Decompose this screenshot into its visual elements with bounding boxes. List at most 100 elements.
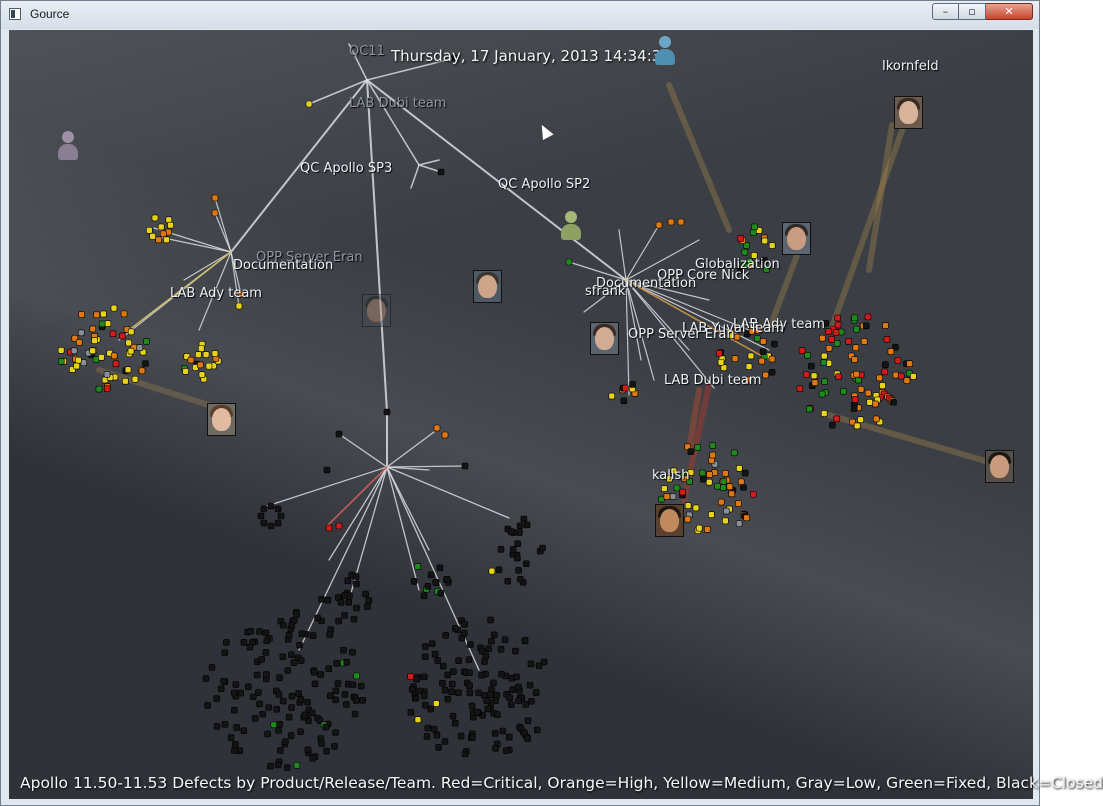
file-node-closed bbox=[521, 637, 529, 644]
file-node-closed bbox=[439, 662, 447, 670]
dir-label-lab-ady-team-left: LAB Ady team bbox=[170, 286, 262, 301]
file-node-closed bbox=[514, 554, 521, 562]
file-node-closed bbox=[304, 698, 311, 706]
tree-edge bbox=[214, 197, 232, 253]
file-node-medium bbox=[146, 227, 153, 234]
tree-edge bbox=[366, 79, 420, 166]
file-node-closed bbox=[890, 398, 897, 406]
user-avatar-icon[interactable] bbox=[590, 322, 619, 355]
file-node-fixed bbox=[565, 258, 573, 266]
file-node-closed bbox=[332, 696, 339, 704]
file-node-closed bbox=[435, 743, 442, 751]
file-node-closed bbox=[295, 690, 302, 697]
file-node-high bbox=[819, 334, 826, 342]
file-node-closed bbox=[323, 747, 330, 755]
file-node-closed bbox=[340, 646, 347, 654]
file-node-high bbox=[441, 431, 449, 439]
user-avatar-icon[interactable] bbox=[207, 403, 236, 436]
file-node-closed bbox=[311, 680, 319, 688]
file-node-medium bbox=[305, 100, 313, 108]
caption-legend: Apollo 11.50-11.53 Defects by Product/Re… bbox=[20, 774, 1103, 792]
file-node-closed bbox=[276, 721, 284, 728]
file-node-closed bbox=[495, 566, 503, 574]
file-node-medium bbox=[708, 511, 715, 519]
user-avatar-icon[interactable] bbox=[362, 294, 391, 327]
file-node-closed bbox=[301, 711, 309, 719]
file-node-closed bbox=[441, 686, 449, 694]
file-node-closed bbox=[822, 320, 830, 327]
maximize-button[interactable]: ▫ bbox=[959, 3, 986, 20]
file-node-critical bbox=[103, 385, 111, 392]
file-node-closed bbox=[263, 671, 270, 678]
file-node-high bbox=[762, 371, 769, 379]
tree-edge bbox=[348, 43, 368, 81]
file-node-high bbox=[89, 325, 97, 333]
file-node-closed bbox=[288, 692, 296, 700]
file-node-fixed bbox=[853, 325, 860, 333]
file-node-critical bbox=[802, 371, 810, 378]
file-node-low bbox=[77, 329, 85, 337]
file-node-critical bbox=[715, 349, 723, 357]
file-node-closed bbox=[461, 462, 469, 470]
file-node-closed bbox=[515, 697, 522, 705]
person-silhouette-icon[interactable] bbox=[654, 36, 676, 66]
user-avatar-icon[interactable] bbox=[782, 222, 811, 255]
user-avatar-icon[interactable] bbox=[655, 504, 684, 537]
file-node-closed bbox=[365, 597, 373, 604]
file-node-critical bbox=[737, 235, 745, 242]
file-node-low bbox=[136, 344, 144, 352]
close-button[interactable]: ✕ bbox=[986, 3, 1033, 20]
tree-edge bbox=[308, 79, 368, 105]
file-node-closed bbox=[451, 719, 459, 727]
file-node-closed bbox=[253, 671, 261, 679]
file-node-closed bbox=[284, 667, 291, 674]
minimize-button[interactable]: – bbox=[932, 3, 959, 20]
file-node-closed bbox=[498, 670, 505, 678]
file-node-fixed bbox=[741, 248, 749, 256]
file-node-closed bbox=[533, 726, 541, 734]
file-node-medium bbox=[745, 363, 753, 370]
title-bar[interactable]: Gource – ▫ ✕ bbox=[1, 1, 1039, 29]
file-node-fixed bbox=[806, 405, 813, 413]
file-node-closed bbox=[221, 721, 229, 728]
file-node-closed bbox=[267, 502, 275, 510]
file-node-high bbox=[748, 327, 756, 335]
file-node-closed bbox=[466, 682, 473, 690]
file-node-fixed bbox=[751, 223, 758, 231]
file-node-closed bbox=[442, 631, 449, 639]
file-node-critical bbox=[835, 373, 842, 380]
file-node-closed bbox=[507, 528, 515, 535]
file-node-closed bbox=[221, 649, 229, 656]
file-node-closed bbox=[455, 657, 462, 665]
person-silhouette-icon[interactable] bbox=[57, 131, 79, 161]
file-node-closed bbox=[520, 515, 528, 523]
file-node-closed bbox=[202, 675, 210, 682]
user-avatar-icon[interactable] bbox=[894, 96, 923, 129]
file-node-closed bbox=[444, 695, 452, 703]
file-node-closed bbox=[359, 697, 367, 704]
file-node-closed bbox=[217, 685, 225, 693]
file-node-closed bbox=[260, 505, 268, 513]
file-node-critical bbox=[828, 336, 835, 343]
user-avatar-icon[interactable] bbox=[985, 450, 1014, 483]
file-node-closed bbox=[513, 673, 520, 681]
person-silhouette-icon[interactable] bbox=[560, 211, 582, 241]
file-node-medium bbox=[167, 221, 174, 229]
tree-edge bbox=[625, 279, 715, 389]
visualization-canvas[interactable]: Thursday, 17 January, 2013 14:34:30 QC11… bbox=[9, 30, 1103, 799]
user-avatar-icon[interactable] bbox=[473, 270, 502, 303]
file-node-closed bbox=[491, 730, 499, 737]
file-node-closed bbox=[465, 656, 473, 663]
activity-beam bbox=[866, 122, 895, 273]
file-node-closed bbox=[232, 681, 240, 688]
file-node-closed bbox=[343, 658, 351, 666]
file-node-closed bbox=[325, 665, 333, 673]
activity-beam bbox=[96, 367, 227, 413]
tree-edge bbox=[625, 279, 642, 361]
file-node-fixed bbox=[353, 672, 360, 680]
file-node-closed bbox=[331, 743, 338, 750]
file-node-closed bbox=[461, 620, 468, 628]
file-node-critical bbox=[832, 329, 840, 336]
file-node-closed bbox=[436, 564, 444, 572]
